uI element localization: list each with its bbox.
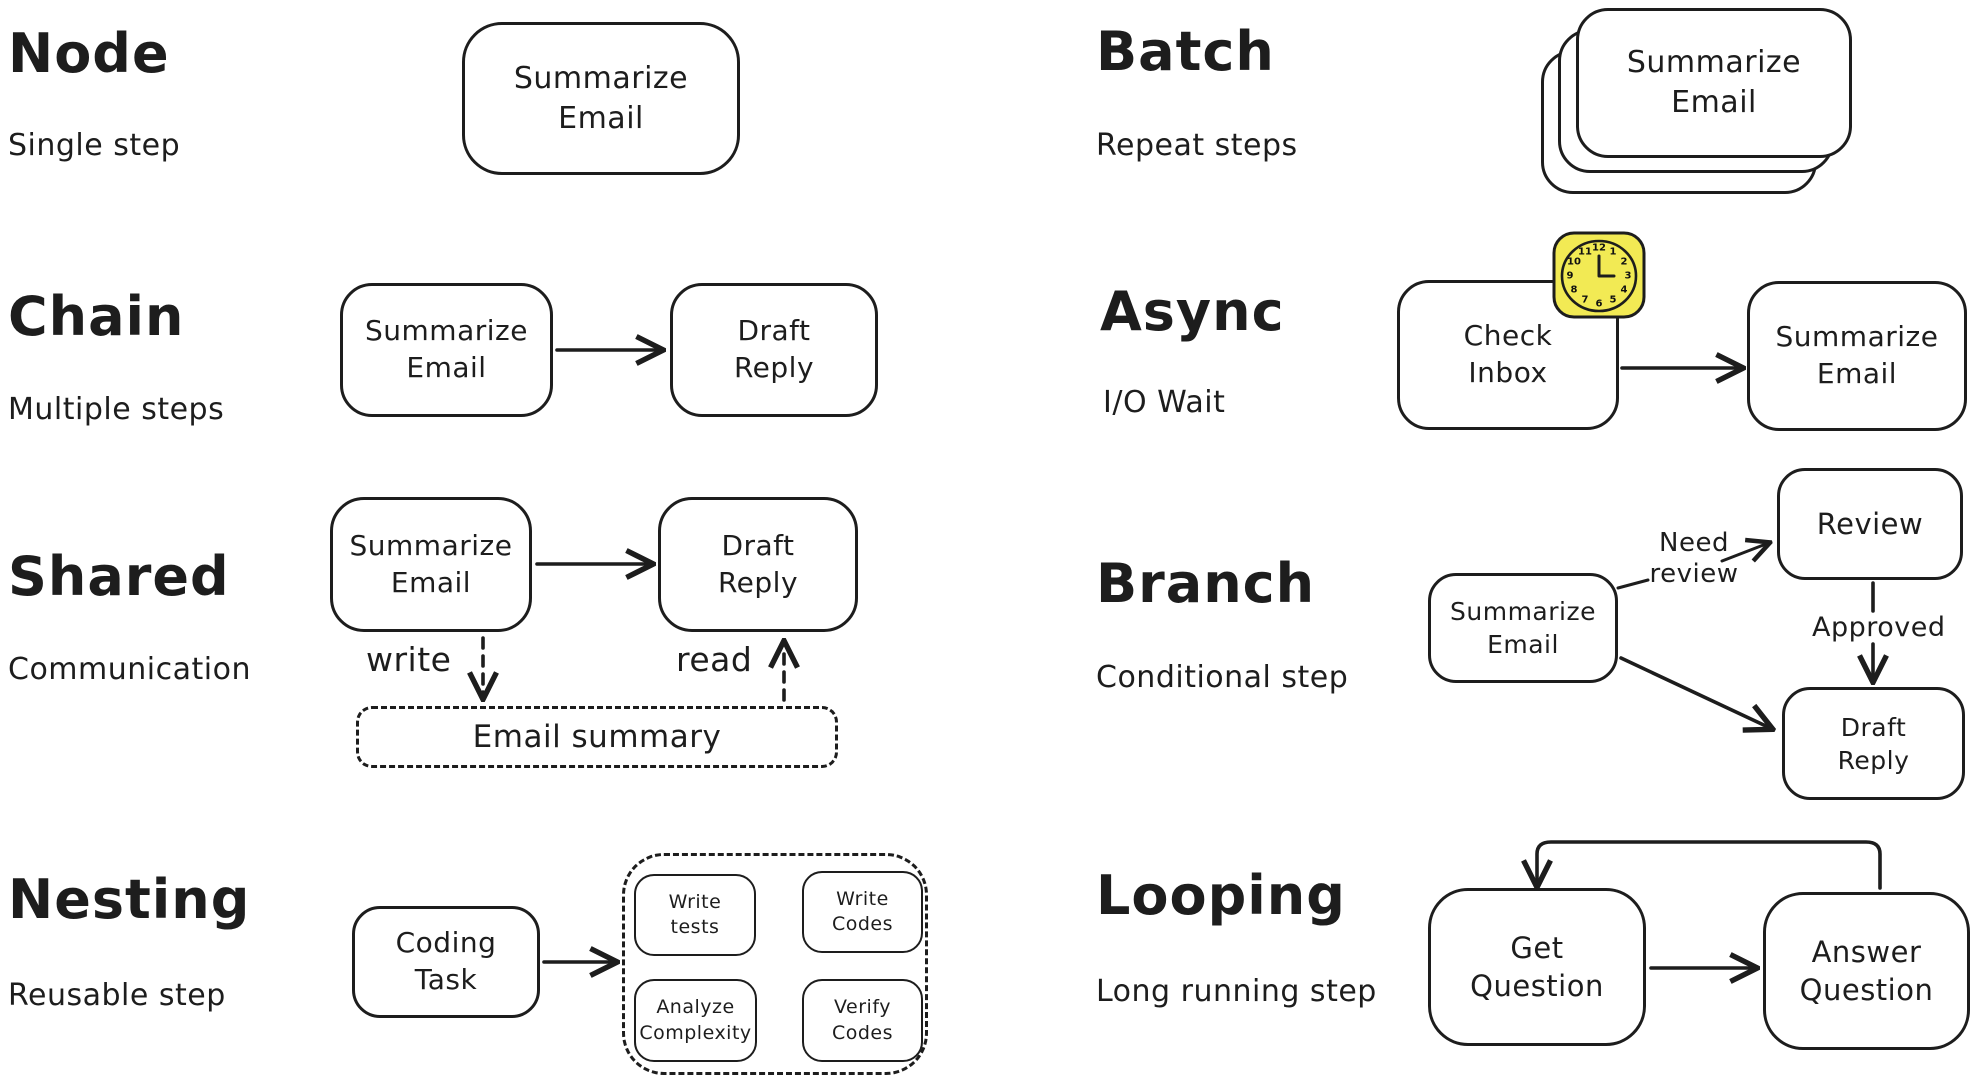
node-step-box: Summarize Email bbox=[462, 22, 740, 175]
need-review-arrow-tail bbox=[1616, 578, 1650, 590]
shared-step1-box: Summarize Email bbox=[330, 497, 532, 632]
nesting-subtitle: Reusable step bbox=[8, 978, 226, 1013]
branch-approved-label: Approved bbox=[1812, 612, 1946, 643]
batch-step-box: Summarize Email bbox=[1576, 8, 1852, 158]
clock-number: 11 bbox=[1578, 246, 1592, 258]
branch-review-box: Review bbox=[1777, 468, 1963, 580]
clock-number: 4 bbox=[1620, 284, 1628, 296]
looping-subtitle: Long running step bbox=[1096, 974, 1377, 1009]
shared-subtitle: Communication bbox=[8, 652, 251, 687]
nesting-inner-step1-box: Write tests bbox=[634, 874, 756, 956]
clock-number: 9 bbox=[1566, 270, 1574, 282]
shared-store-box: Email summary bbox=[356, 706, 838, 768]
clock-number: 7 bbox=[1581, 294, 1589, 306]
node-subtitle: Single step bbox=[8, 128, 181, 163]
nesting-inner-step3-box: Verify Codes bbox=[802, 979, 923, 1062]
chain-title: Chain bbox=[8, 285, 185, 348]
looping-title: Looping bbox=[1096, 864, 1346, 927]
nesting-outer-step-box: Coding Task bbox=[352, 906, 540, 1018]
chain-subtitle: Multiple steps bbox=[8, 392, 225, 427]
looping-step1-box: Get Question bbox=[1428, 888, 1646, 1046]
clock-icon: 12 1 2 3 4 5 6 7 8 9 10 11 bbox=[1552, 231, 1646, 319]
clock-number: 2 bbox=[1620, 256, 1628, 268]
batch-title: Batch bbox=[1096, 20, 1275, 83]
looping-step2-box: Answer Question bbox=[1763, 892, 1970, 1050]
branch-subtitle: Conditional step bbox=[1096, 660, 1349, 695]
nesting-inner-step2-box: Write Codes bbox=[802, 871, 923, 953]
clock-number: 10 bbox=[1567, 256, 1581, 268]
batch-subtitle: Repeat steps bbox=[1096, 128, 1298, 163]
shared-step2-box: Draft Reply bbox=[658, 497, 858, 632]
branch-need-review-label: Need review bbox=[1649, 528, 1739, 590]
clock-number: 5 bbox=[1609, 294, 1617, 306]
branch-diagonal-arrow bbox=[1619, 656, 1768, 727]
async-title: Async bbox=[1100, 280, 1285, 343]
async-step2-box: Summarize Email bbox=[1747, 281, 1967, 431]
chain-step2-box: Draft Reply bbox=[670, 283, 878, 417]
async-subtitle: I/O Wait bbox=[1103, 385, 1226, 420]
node-title: Node bbox=[8, 22, 170, 85]
clock-number: 12 bbox=[1592, 242, 1606, 254]
clock-number: 1 bbox=[1609, 246, 1617, 258]
branch-title: Branch bbox=[1096, 552, 1316, 615]
looping-loopback-arrow bbox=[1537, 840, 1882, 888]
chain-step1-box: Summarize Email bbox=[340, 283, 553, 417]
branch-step2-box: Draft Reply bbox=[1782, 687, 1965, 800]
nesting-inner-step4-box: Analyze Complexity bbox=[634, 979, 757, 1062]
shared-title: Shared bbox=[8, 545, 230, 608]
clock-number: 6 bbox=[1595, 298, 1603, 310]
nesting-title: Nesting bbox=[8, 868, 251, 931]
shared-read-label: read bbox=[676, 640, 753, 679]
branch-step1-box: Summarize Email bbox=[1428, 573, 1618, 683]
clock-number: 8 bbox=[1570, 284, 1578, 296]
clock-number: 3 bbox=[1624, 270, 1632, 282]
shared-write-label: write bbox=[366, 640, 452, 679]
